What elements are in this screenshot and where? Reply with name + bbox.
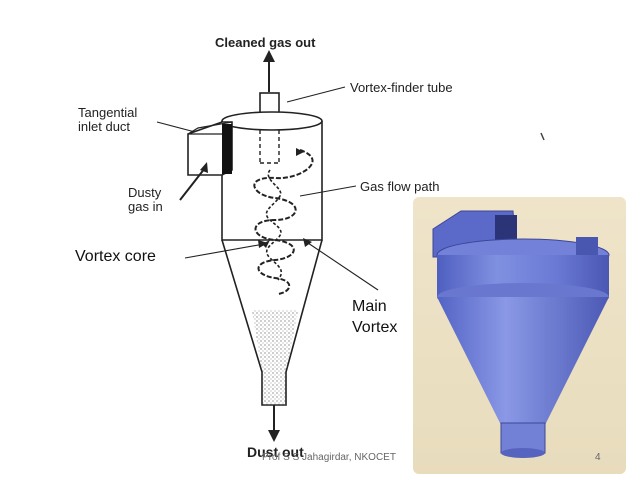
slide-footer: Prof S S Jahagirdar, NKOCET — [262, 452, 396, 463]
stray-mark — [540, 132, 545, 141]
cleaned-gas-arrow — [263, 50, 275, 92]
cyclone-photo-illustration — [432, 210, 610, 458]
vortex-finder-inner — [259, 130, 280, 164]
annotation-main-line2: Vortex — [352, 319, 398, 336]
label-vortex-finder-tube: Vortex-finder tube — [350, 80, 453, 95]
page-number: 4 — [595, 452, 601, 463]
cyclone-cylinder — [221, 121, 323, 241]
leader-dusty-gas — [179, 167, 206, 201]
label-gas-flow-path: Gas flow path — [360, 179, 440, 194]
leader-vortex-finder — [286, 86, 346, 103]
annotation-vortex-core: Vortex core — [75, 248, 156, 265]
tangential-inlet-duct — [187, 121, 233, 176]
label-dusty-line2: gas in — [128, 199, 163, 214]
collected-dust — [252, 310, 298, 405]
leader-tangential — [156, 121, 196, 133]
label-dust-out: Dust out — [247, 444, 304, 460]
main-vortex-arrow — [303, 238, 379, 291]
label-dusty-line1: Dusty — [128, 185, 162, 200]
cyclone-top — [221, 111, 323, 131]
label-tangential-line1: Tangential — [78, 105, 138, 120]
cyclone-photo — [413, 197, 626, 474]
dust-out-arrow — [268, 405, 280, 442]
leader-gas-flow — [299, 185, 357, 197]
gas-flow-inner-spiral — [265, 169, 283, 281]
label-cleaned-gas-out: Cleaned gas out — [215, 35, 316, 50]
label-tangential-line2: inlet duct — [78, 119, 131, 134]
annotation-main-line1: Main — [352, 298, 387, 315]
vortex-core-arrow — [184, 240, 268, 259]
gas-flow-spiral — [253, 149, 314, 295]
